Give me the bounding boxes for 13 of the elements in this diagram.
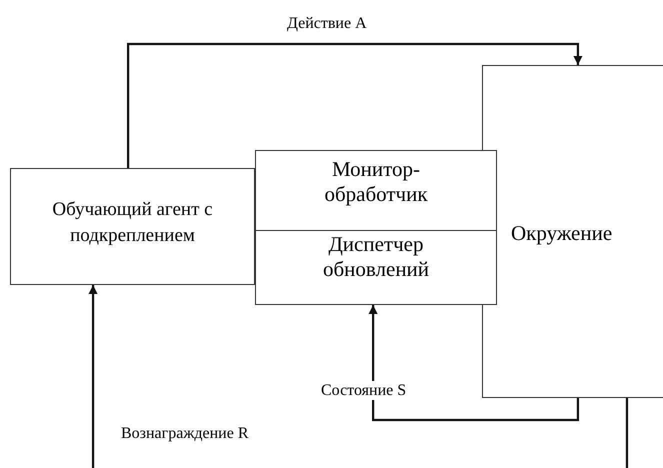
box-label: Окружение — [511, 220, 614, 247]
box-label: Монитор-обработчик — [323, 157, 429, 208]
arrow — [368, 305, 580, 422]
process-box — [255, 150, 497, 231]
box-label: Обучающий агент с подкреплением — [51, 198, 214, 248]
edge-label: Действие A — [286, 14, 368, 34]
arrow — [127, 42, 582, 168]
process-box — [255, 231, 497, 305]
process-box — [482, 65, 663, 398]
edge-label: Состояние S — [320, 381, 408, 400]
process-box — [10, 168, 255, 285]
arrow — [88, 285, 98, 468]
box-label: Диспетчер обновлений — [322, 232, 430, 282]
